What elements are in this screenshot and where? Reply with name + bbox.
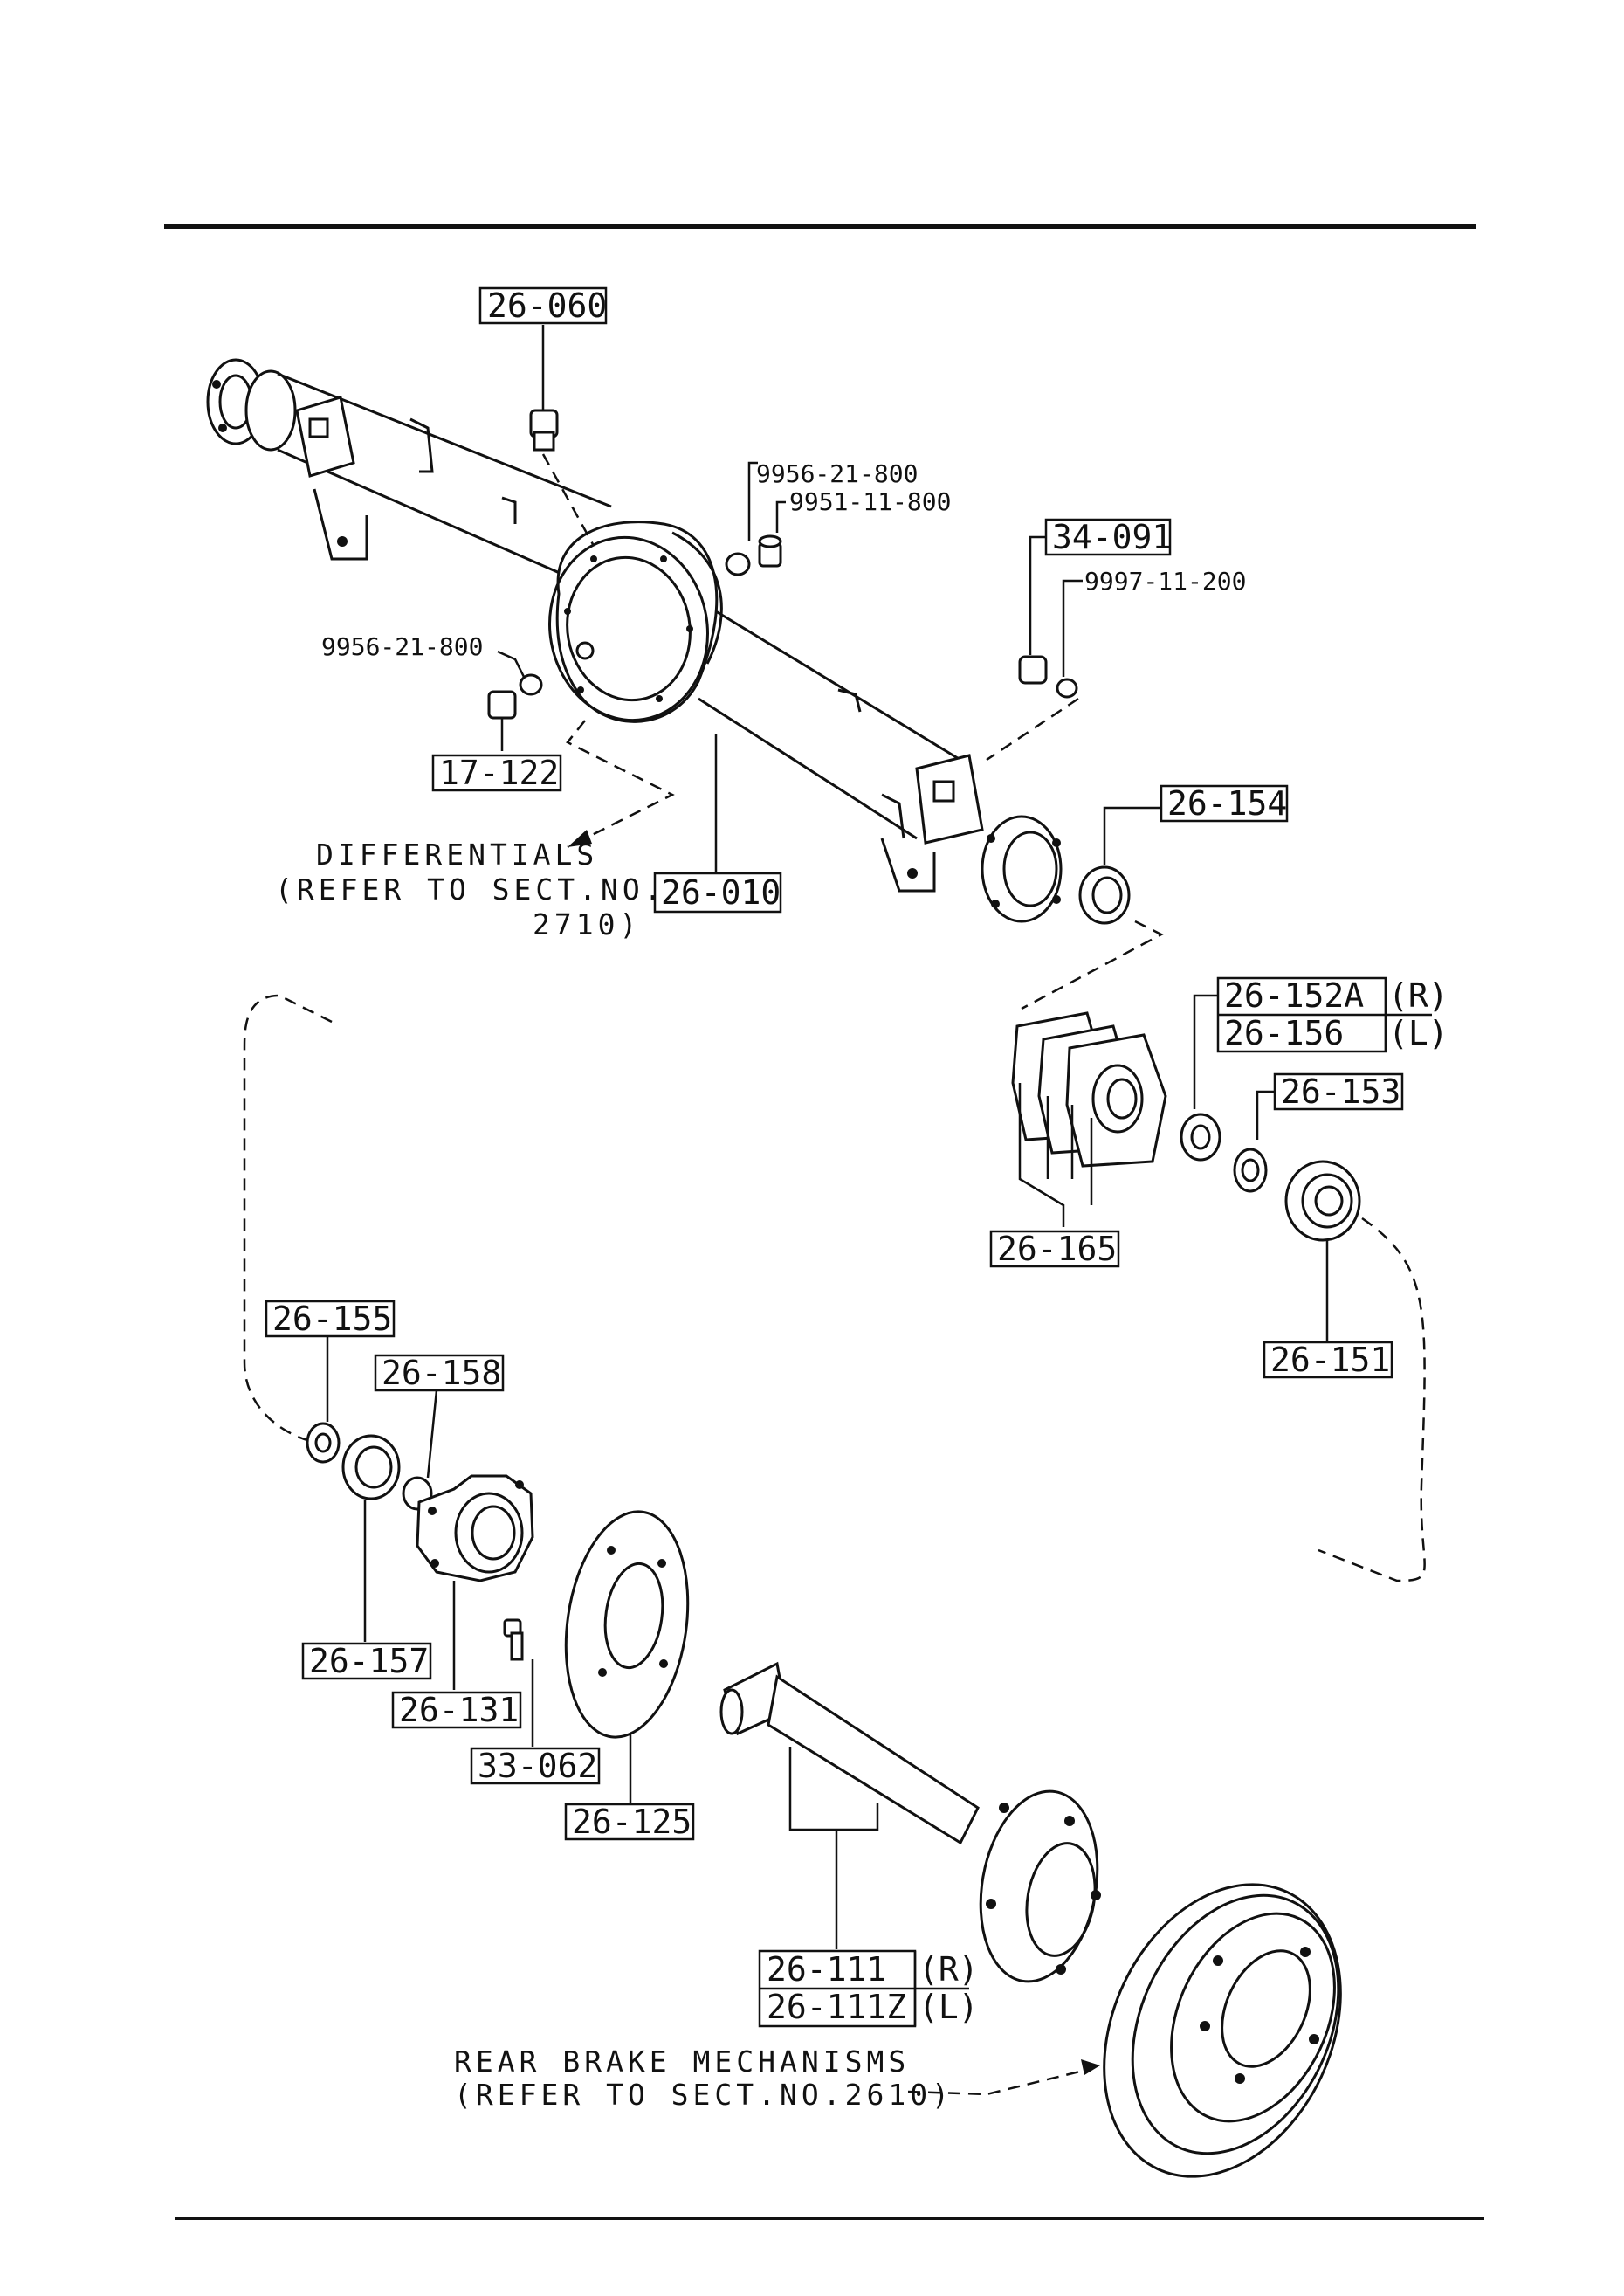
label-26-010: 26-010: [661, 873, 781, 912]
filler-plug-and-gasket: [725, 461, 786, 576]
label-9997-11-200: 9997-11-200: [1084, 567, 1246, 596]
bolt-33-062: [503, 1618, 534, 1747]
oil-seal-26-154: [1021, 806, 1164, 1010]
bearing-26-157: [341, 1434, 401, 1642]
note-brake-1: REAR BRAKE MECHANISMS: [454, 2044, 910, 2079]
label-26-151: 26-151: [1270, 1341, 1390, 1379]
brake-drum: [907, 1883, 1342, 2178]
label-26-154: 26-154: [1167, 784, 1287, 823]
note-brake-2: (REFER TO SECT.NO.2610): [454, 2078, 953, 2112]
label-26-131: 26-131: [399, 1691, 519, 1729]
label-9951-11-800: 9951-11-800: [789, 487, 951, 516]
axle-housing: [206, 358, 1063, 923]
label-34-091: 34-091: [1052, 518, 1172, 556]
label-26-156: 26-156: [1224, 1014, 1344, 1052]
lock-nut-26-152A: [1180, 994, 1221, 1162]
plug-17-122-and-gasket: [487, 650, 543, 751]
label-26-155: 26-155: [272, 1300, 392, 1338]
label-9956-21-800-left: 9956-21-800: [321, 632, 483, 661]
label-33-062: 33-062: [478, 1747, 597, 1785]
lock-washer-26-153: [1233, 1090, 1275, 1193]
note-differentials-1: DIFFERENTIALS: [316, 838, 598, 872]
label-26-158: 26-158: [382, 1354, 501, 1392]
note-differentials-2: (REFER TO SECT.NO.: [275, 872, 666, 907]
label-26-111Z: 26-111Z: [767, 1988, 906, 2026]
label-17-122: 17-122: [439, 754, 559, 792]
label-9956-21-800-top: 9956-21-800: [756, 459, 918, 488]
label-26-152A-side: (R): [1388, 976, 1449, 1015]
seal-26-155: [306, 1336, 341, 1464]
label-26-152A: 26-152A: [1224, 976, 1364, 1015]
left-return-dashed-line: [243, 994, 333, 1443]
label-26-060: 26-060: [487, 286, 607, 325]
retainer-26-131: [416, 1474, 534, 1690]
o-ring-26-158: [402, 1389, 438, 1511]
label-26-125: 26-125: [572, 1803, 692, 1841]
label-26-111: 26-111: [767, 1950, 886, 1989]
note-differentials-3: 2710): [533, 907, 641, 941]
nut-34-091-and-washer: [986, 535, 1083, 762]
label-26-157: 26-157: [309, 1642, 429, 1680]
label-26-111-side: (R): [919, 1950, 979, 1989]
bearing-26-151: [1284, 1160, 1426, 1582]
differentials-leader: [566, 720, 675, 849]
label-26-156-side: (L): [1388, 1014, 1449, 1052]
label-26-165: 26-165: [997, 1230, 1117, 1268]
label-26-111Z-side: (L): [919, 1988, 979, 2026]
breather-plug-26-060: [529, 325, 595, 547]
gasket-26-125: [564, 1510, 690, 1803]
axle-shaft-26-111: [719, 1661, 1101, 1983]
label-26-153: 26-153: [1281, 1072, 1400, 1111]
backing-plates-26-165: [1011, 1011, 1167, 1227]
